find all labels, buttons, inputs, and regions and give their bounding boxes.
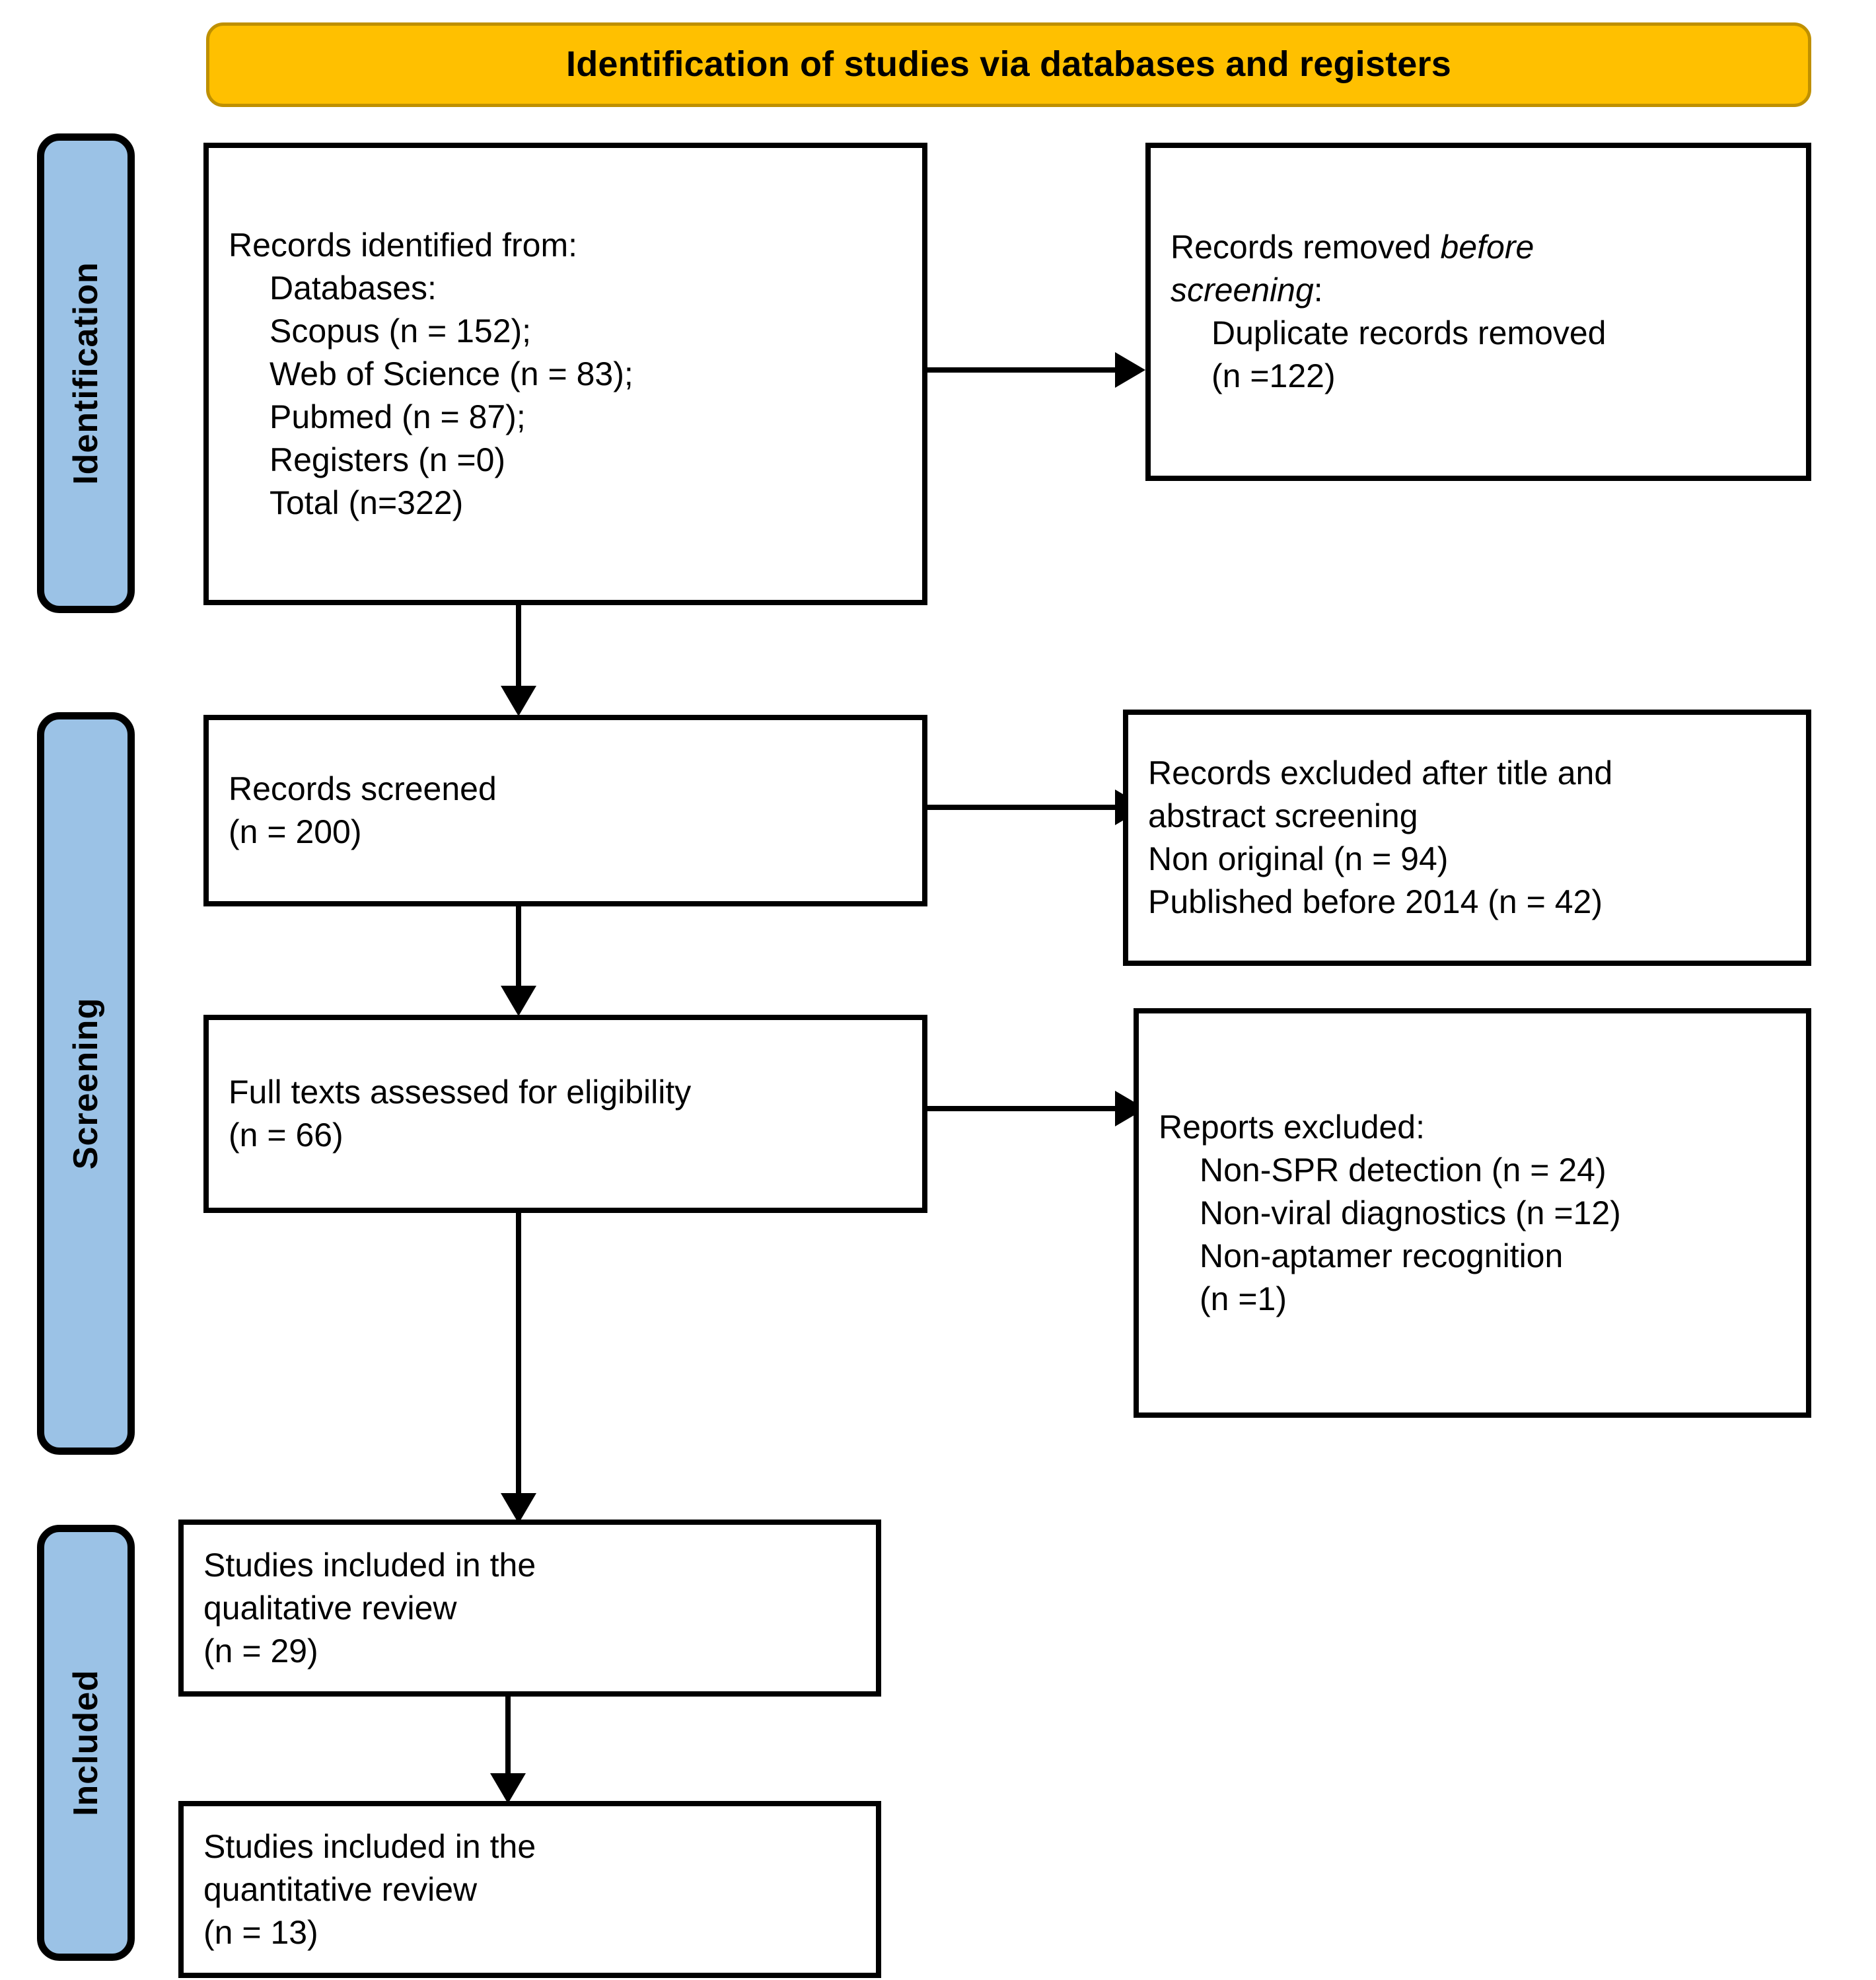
reports-excluded-line-2: Non-SPR detection (n = 24): [1200, 1151, 1606, 1189]
arrow-screened-to-fulltexts: [499, 906, 538, 1016]
arrow-fulltexts-to-reports-excluded: [927, 1089, 1145, 1128]
full-texts-line-2: (n = 66): [229, 1117, 343, 1154]
box-records-excluded: Records excluded after title and abstrac…: [1123, 710, 1811, 966]
reports-excluded-line-4: Non-aptamer recognition: [1200, 1237, 1564, 1274]
stage-label-screening: Screening: [67, 997, 106, 1170]
arrow-head: [501, 686, 536, 716]
records-removed-line-3: Duplicate records removed: [1211, 314, 1606, 351]
studies-quantitative-line-1: Studies included in the: [203, 1827, 536, 1865]
arrow-head: [501, 986, 536, 1016]
arrow-qualitative-to-quantitative: [489, 1694, 527, 1804]
box-records-identified: Records identified from: Databases: Scop…: [203, 143, 927, 605]
records-identified-line-6: Registers (n =0): [270, 441, 506, 478]
records-screened-line-1: Records screened: [229, 770, 497, 807]
diagram-title: Identification of studies via databases …: [566, 44, 1451, 85]
records-removed-line-2: screening:: [1171, 272, 1323, 309]
stage-pill-included: Included: [37, 1525, 135, 1961]
arrow-head: [490, 1773, 526, 1804]
records-screened-line-2: (n = 200): [229, 813, 362, 850]
arrow-head: [1115, 352, 1145, 388]
arrow-head: [501, 1493, 536, 1523]
diagram-title-banner: Identification of studies via databases …: [206, 22, 1811, 107]
arrow-fulltexts-to-qualitative: [499, 1213, 538, 1523]
records-identified-line-7: Total (n=322): [270, 484, 464, 521]
reports-excluded-line-1: Reports excluded:: [1159, 1108, 1425, 1146]
stage-label-identification: Identification: [67, 262, 105, 485]
arrow-shaft: [505, 1694, 511, 1776]
records-excluded-line-3: Non original (n = 94): [1148, 840, 1449, 877]
records-excluded-line-1: Records excluded after title and: [1148, 754, 1613, 791]
stage-pill-identification: Identification: [37, 133, 135, 613]
full-texts-line-1: Full texts assessed for eligibility: [229, 1074, 692, 1111]
studies-quantitative-line-2: quantitative review: [203, 1870, 478, 1908]
records-removed-line-4: (n =122): [1211, 357, 1336, 394]
studies-qualitative-line-3: (n = 29): [203, 1632, 318, 1669]
box-records-screened: Records screened (n = 200): [203, 715, 927, 906]
box-studies-qualitative: Studies included in the qualitative revi…: [178, 1520, 881, 1697]
box-studies-quantitative: Studies included in the quantitative rev…: [178, 1801, 881, 1978]
records-excluded-line-2: abstract screening: [1148, 797, 1418, 834]
arrow-identified-to-removed: [927, 350, 1145, 390]
box-full-texts-assessed: Full texts assessed for eligibility (n =…: [203, 1015, 927, 1213]
stage-pill-screening: Screening: [37, 712, 135, 1455]
stage-label-included: Included: [67, 1669, 106, 1816]
arrow-shaft: [516, 1213, 521, 1496]
arrow-shaft: [516, 906, 521, 988]
studies-qualitative-line-2: qualitative review: [203, 1589, 457, 1627]
box-records-removed: Records removed before screening: Duplic…: [1145, 143, 1811, 481]
records-excluded-line-4: Published before 2014 (n = 42): [1148, 883, 1603, 920]
records-identified-line-4: Web of Science (n = 83);: [270, 355, 633, 392]
studies-quantitative-line-3: (n = 13): [203, 1913, 318, 1951]
box-reports-excluded: Reports excluded: Non-SPR detection (n =…: [1134, 1008, 1811, 1418]
records-identified-line-5: Pubmed (n = 87);: [270, 398, 526, 435]
reports-excluded-line-5: (n =1): [1200, 1280, 1287, 1317]
studies-qualitative-line-1: Studies included in the: [203, 1546, 536, 1584]
arrow-identified-to-screened: [499, 605, 538, 716]
arrow-shaft: [927, 367, 1118, 373]
records-identified-line-2: Databases:: [270, 269, 437, 307]
arrow-shaft: [516, 605, 521, 688]
records-removed-line-1: Records removed before: [1171, 229, 1534, 266]
reports-excluded-line-3: Non-viral diagnostics (n =12): [1200, 1194, 1621, 1231]
arrow-screened-to-excluded: [927, 788, 1145, 827]
records-identified-line-1: Records identified from:: [229, 226, 578, 264]
records-identified-line-3: Scopus (n = 152);: [270, 312, 532, 349]
arrow-shaft: [927, 1106, 1118, 1111]
arrow-shaft: [927, 805, 1118, 810]
